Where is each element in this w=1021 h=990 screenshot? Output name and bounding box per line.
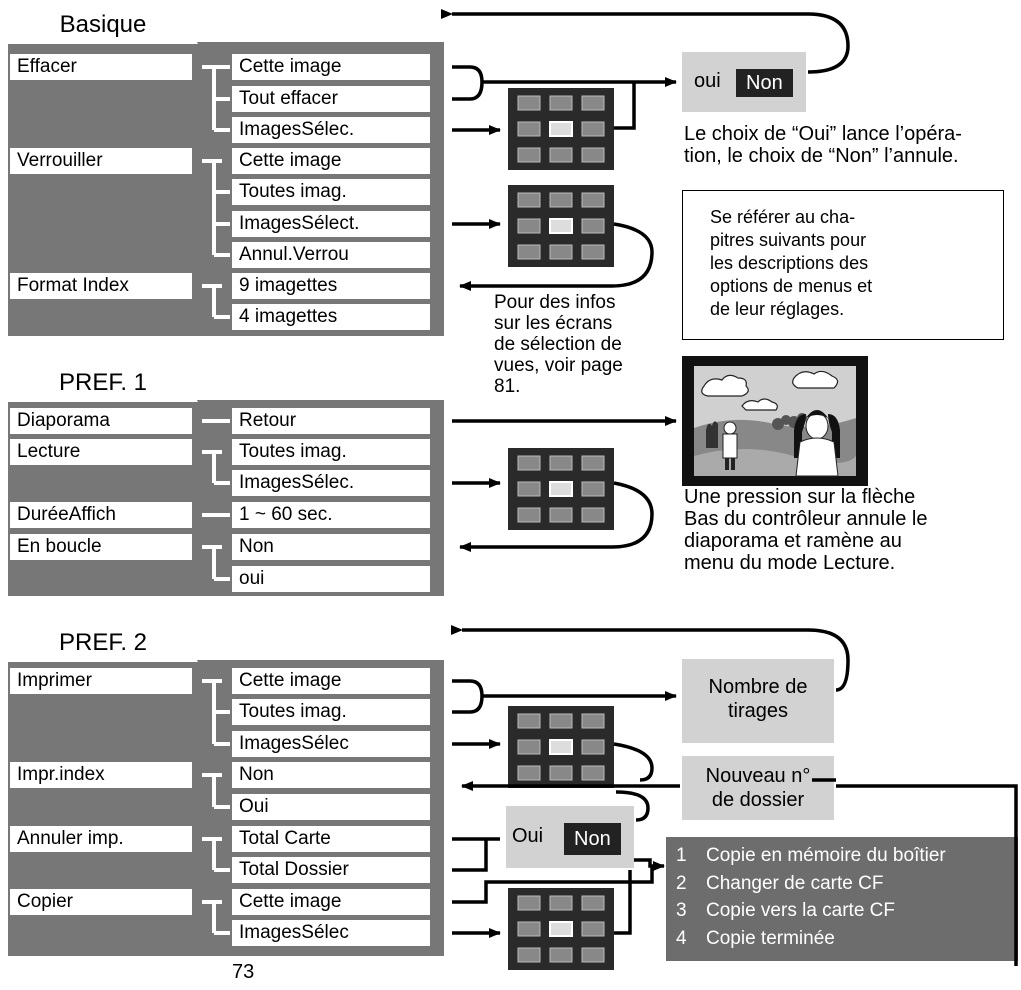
step-number: 2 <box>676 873 687 894</box>
confirm-dialog-oui-non: oui Non <box>682 52 806 112</box>
pref1-tab[interactable]: PREF. 1 <box>8 366 198 402</box>
note-line: de leur réglages. <box>710 299 845 319</box>
note-line: 81. <box>494 376 521 397</box>
slideshow-photo-image <box>682 356 868 486</box>
option-images-selec[interactable]: ImagesSélec. <box>232 117 430 143</box>
option-non[interactable]: Non <box>232 534 430 560</box>
copy-step-item: 3 Copie vers la carte CF <box>676 899 895 923</box>
box-line: Nouveau n° <box>705 765 811 787</box>
option-toutes-imag[interactable]: Toutes imag. <box>232 699 430 725</box>
option-cette-image[interactable]: Cette image <box>232 668 430 694</box>
option-oui[interactable]: Oui <box>232 794 430 820</box>
menu-label-en-boucle[interactable]: En boucle <box>10 534 192 560</box>
option-oui[interactable]: oui <box>232 566 430 592</box>
note-refer-box <box>682 190 1004 340</box>
step-text: Copie terminée <box>706 928 835 949</box>
note-infos-selection: Pour des infos sur les écrans de sélecti… <box>494 292 623 397</box>
note-line: diaporama et ramène au <box>684 530 902 552</box>
note-line: menu du mode Lecture. <box>684 552 896 574</box>
basique-tab[interactable]: Basique <box>8 8 198 44</box>
copy-step-item: 4 Copie terminée <box>676 927 835 951</box>
note-line: vues, voir page <box>494 355 623 376</box>
note-line: options de menus et <box>710 276 873 296</box>
option-annul-verrou[interactable]: Annul.Verrou <box>232 242 430 268</box>
menu-label-annuler-imp[interactable]: Annuler imp. <box>10 826 192 852</box>
option-images-selec[interactable]: ImagesSélec. <box>232 470 430 496</box>
option-total-dossier[interactable]: Total Dossier <box>232 857 430 883</box>
option-tout-effacer[interactable]: Tout effacer <box>232 86 430 112</box>
option-total-carte[interactable]: Total Carte <box>232 826 430 852</box>
menu-label-impr-index[interactable]: Impr.index <box>10 762 192 788</box>
menu-label-imprimer[interactable]: Imprimer <box>10 668 192 694</box>
option-non[interactable]: Non <box>232 762 430 788</box>
option-duree[interactable]: 1 ~ 60 sec. <box>232 502 430 528</box>
thumbnail-grid-icon <box>508 888 614 970</box>
step-text: Copie vers la carte CF <box>706 900 896 921</box>
option-images-selec[interactable]: ImagesSélec <box>232 731 430 757</box>
box-line: Nombre de <box>708 676 808 698</box>
box-line: de dossier <box>711 789 805 811</box>
note-line: Se référer au cha- <box>710 207 856 227</box>
option-toutes-imag[interactable]: Toutes imag. <box>232 439 430 465</box>
confirm-oui-option[interactable]: Oui <box>512 825 544 847</box>
print-count-box: Nombre de tirages <box>682 659 834 743</box>
note-line: de sélection de <box>494 334 622 355</box>
pref2-tab[interactable]: PREF. 2 <box>8 626 198 662</box>
note-line: pitres suivants pour <box>710 230 867 250</box>
page-number: 73 <box>232 961 255 983</box>
confirm-non-option[interactable]: Non <box>564 823 621 855</box>
new-folder-number-box: Nouveau n° de dossier <box>682 756 834 820</box>
copy-step-item: 1 Copie en mémoire du boîtier <box>676 844 946 868</box>
option-images-selec-copier[interactable]: ImagesSélec <box>232 920 430 946</box>
option-cette-image-verrou[interactable]: Cette image <box>232 148 430 174</box>
thumbnail-grid-icon <box>508 706 614 788</box>
note-refer: Se référer au cha- pitres suivants pour … <box>710 206 872 321</box>
copy-steps-list: 1 Copie en mémoire du boîtier 2 Changer de… <box>666 837 1018 961</box>
menu-label-effacer[interactable]: Effacer <box>10 54 192 80</box>
note-line: les descriptions des <box>710 253 869 273</box>
option-9-imagettes[interactable]: 9 imagettes <box>232 273 430 299</box>
option-cette-image-copier[interactable]: Cette image <box>232 889 430 915</box>
thumbnail-grid-icon <box>508 448 614 530</box>
option-retour[interactable]: Retour <box>232 408 430 434</box>
menu-label-duree-affich[interactable]: DuréeAffich <box>10 502 192 528</box>
note-line: tion, le choix de “Non” l’annule. <box>684 145 959 167</box>
note-line: Pour des infos <box>494 292 616 313</box>
copy-step-item: 2 Changer de carte CF <box>676 872 883 896</box>
step-number: 4 <box>676 928 687 949</box>
note-line: Le choix de “Oui” lance l’opéra- <box>684 123 962 145</box>
thumbnail-grid-icon <box>508 185 614 267</box>
box-line: tirages <box>727 700 789 722</box>
option-toutes-imag[interactable]: Toutes imag. <box>232 179 430 205</box>
option-cette-image[interactable]: Cette image <box>232 54 430 80</box>
confirm-oui-option[interactable]: oui <box>694 70 721 92</box>
note-oui-non: Le choix de “Oui” lance l’opéra- tion, l… <box>684 123 962 167</box>
thumbnail-grid-icon <box>508 88 614 170</box>
note-line: Bas du contrôleur annule le <box>684 508 928 530</box>
confirm-dialog-oui-non: Oui Non <box>506 806 634 868</box>
option-images-select[interactable]: ImagesSélect. <box>232 211 430 237</box>
menu-label-copier[interactable]: Copier <box>10 889 192 915</box>
step-number: 3 <box>676 900 687 921</box>
menu-label-diaporama[interactable]: Diaporama <box>10 408 192 434</box>
option-4-imagettes[interactable]: 4 imagettes <box>232 304 430 330</box>
note-diaporama: Une pression sur la flèche Bas du contrô… <box>684 486 928 574</box>
menu-label-verrouiller[interactable]: Verrouiller <box>10 148 192 174</box>
menu-label-lecture[interactable]: Lecture <box>10 439 192 465</box>
menu-label-format-index[interactable]: Format Index <box>10 273 192 299</box>
confirm-non-option[interactable]: Non <box>736 69 793 97</box>
note-line: sur les écrans <box>494 313 613 334</box>
note-line: Une pression sur la flèche <box>684 486 916 508</box>
step-text: Copie en mémoire du boîtier <box>706 845 946 866</box>
step-text: Changer de carte CF <box>706 873 884 894</box>
step-number: 1 <box>676 845 687 866</box>
